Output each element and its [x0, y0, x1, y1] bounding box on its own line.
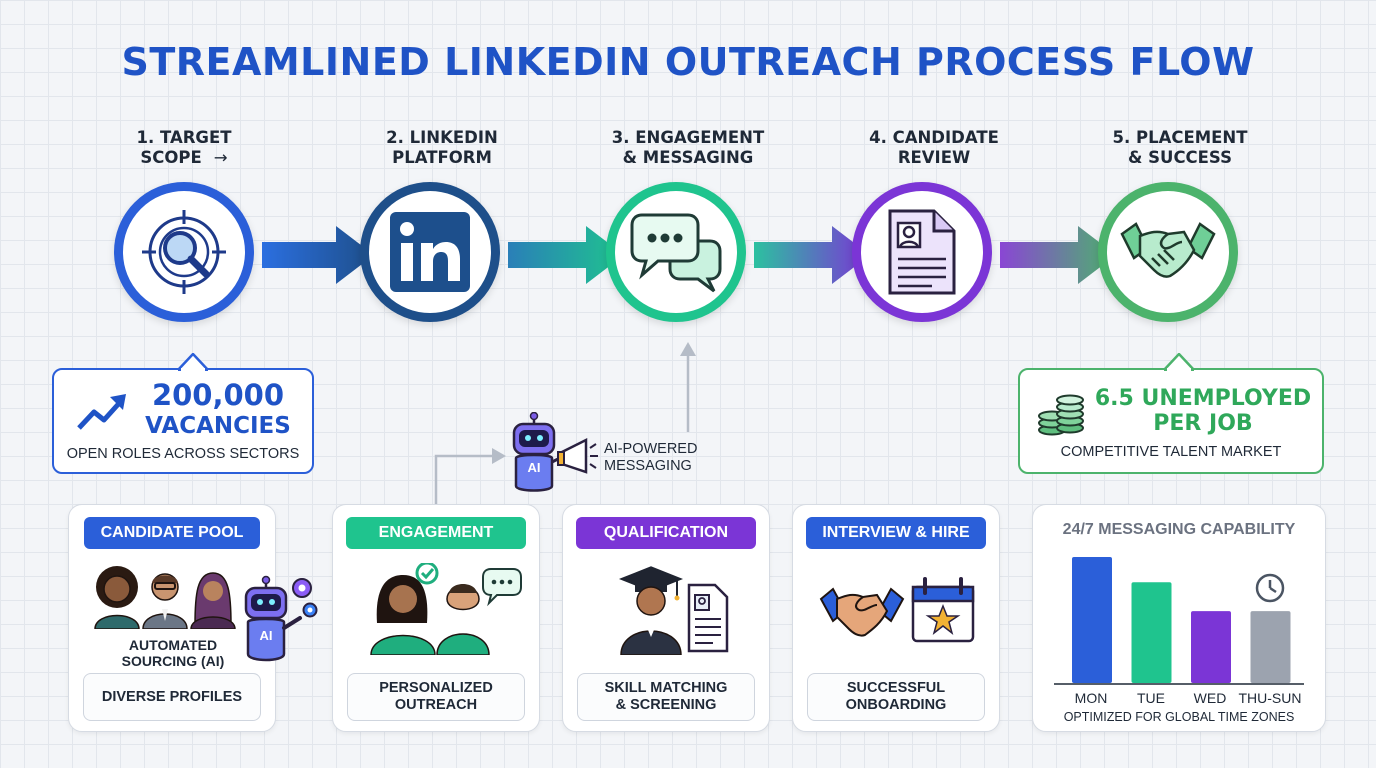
ai-robot-gears-icon — [244, 575, 318, 662]
ai-robot-badge: AI — [527, 460, 541, 475]
chart-bar-tue — [1131, 582, 1172, 683]
step-label-placement-success: 5. PLACEMENT& SUCCESS — [1112, 128, 1248, 167]
handshake-calendar-icon — [819, 577, 975, 643]
qualification-pill: QUALIFICATION — [576, 517, 756, 549]
candidate-pool-pill: CANDIDATE POOL — [84, 517, 260, 549]
step-circle-candidate-review — [852, 182, 992, 322]
vacancies-number: 200,000 — [151, 378, 285, 412]
step-circle-linkedin-platform — [360, 182, 500, 322]
resume-document-icon — [888, 209, 956, 295]
trend-up-arrow-icon — [77, 394, 126, 430]
callout-pointer — [1164, 353, 1194, 371]
target-magnifier-icon — [142, 210, 226, 294]
diverse-profiles-box: DIVERSE PROFILES — [83, 673, 261, 721]
linkedin-icon — [390, 212, 470, 292]
chat-bubbles-icon — [630, 213, 722, 293]
ai-sourcing-badge: AI — [259, 628, 273, 643]
callout-pointer — [178, 353, 208, 371]
diverse-people-icon — [94, 566, 236, 629]
chart-tick-wed: WED — [1193, 690, 1227, 706]
arrow-right-icon: → — [213, 148, 228, 167]
step-circle-target-scope — [114, 182, 254, 322]
step-circle-engagement — [606, 182, 746, 322]
clock-icon — [1255, 573, 1285, 603]
chart-bar-wed — [1191, 611, 1231, 683]
step-label-target-scope: 1. TARGET SCOPE→ — [136, 128, 232, 167]
ai-messaging-label: AI-POWERED MESSAGING — [604, 441, 698, 474]
flow-arrow-4-5 — [1000, 226, 1116, 284]
vacancies-word: VACANCIES — [145, 413, 291, 439]
unemployed-callout: 6.5 UNEMPLOYED PER JOB COMPETITIVE TALEN… — [1018, 353, 1324, 474]
qualification-card: QUALIFICATION SKILL MATCHING& SCREENING — [562, 504, 770, 732]
unemployed-caption: COMPETITIVE TALENT MARKET — [1060, 444, 1282, 460]
chart-tick-thu-sun: THU-SUN — [1238, 690, 1302, 706]
handshake-icon — [1120, 222, 1216, 278]
flow-arrow-3-4 — [754, 226, 870, 284]
coin-stack-icon — [1038, 394, 1084, 436]
flow-arrow-2-3 — [508, 226, 624, 284]
ai-robot-megaphone-icon — [512, 412, 598, 492]
chart-tick-tue: TUE — [1137, 690, 1165, 706]
chart-tick-mon: MON — [1074, 690, 1108, 706]
step-circle-placement-success — [1098, 182, 1238, 322]
engagement-pill: ENGAGEMENT — [346, 517, 526, 549]
ai-messaging-connector — [434, 342, 696, 504]
personalized-chat-people-icon — [370, 563, 522, 655]
messaging-bar-chart — [1054, 557, 1304, 685]
chart-bar-mon — [1072, 557, 1112, 683]
chart-bar-thu-sun — [1250, 611, 1291, 683]
automated-sourcing-label: AUTOMATED SOURCING (AI) — [121, 637, 225, 669]
vacancies-callout: 200,000 VACANCIES OPEN ROLES ACROSS SECT… — [52, 353, 314, 474]
unemployed-line2: PER JOB — [1153, 411, 1253, 436]
page-title: STREAMLINED LINKEDIN OUTREACH PROCESS FL… — [121, 40, 1255, 84]
unemployed-line1: 6.5 UNEMPLOYED — [1094, 386, 1312, 411]
step-label-engagement-messaging: 3. ENGAGEMENT& MESSAGING — [611, 128, 765, 167]
chart-title: 24/7 MESSAGING CAPABILITY — [1062, 521, 1296, 538]
flow-arrow-1-2 — [262, 226, 374, 284]
skill-matching-box: SKILL MATCHING& SCREENING — [577, 673, 755, 721]
vacancies-caption: OPEN ROLES ACROSS SECTORS — [66, 446, 300, 462]
interview-hire-pill: INTERVIEW & HIRE — [806, 517, 986, 549]
chart-caption: OPTIMIZED FOR GLOBAL TIME ZONES — [1063, 710, 1295, 724]
graduate-resume-icon — [618, 566, 729, 655]
candidate-pool-card: CANDIDATE POOL AUTOMATED SOURCING (AI) D… — [68, 504, 276, 732]
